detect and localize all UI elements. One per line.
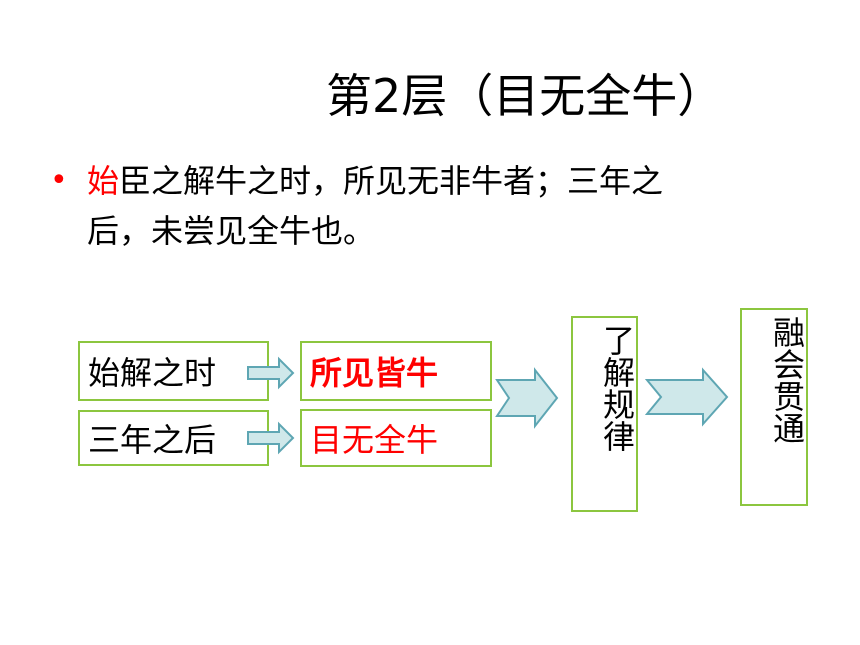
chevron-arrow-to-mastery-shape: [644, 367, 729, 427]
chevron-arrow-to-mastery: [644, 367, 729, 427]
box-start-of-dissection: 始解之时: [78, 341, 269, 401]
box-see-whole-ox: 所见皆牛: [300, 341, 492, 401]
chevron-arrow-to-understand-rules-shape: [495, 367, 559, 429]
bullet-text-line2: 后，未尝见全牛也。: [87, 212, 376, 250]
box-see-whole-ox-label: 所见皆牛: [310, 354, 439, 392]
box-mastery-label: 融会贯通: [768, 316, 806, 444]
box-no-whole-ox-label: 目无全牛: [310, 421, 439, 459]
arrow-row1-small-shape: [247, 356, 295, 390]
arrow-row2-small: [247, 421, 295, 455]
arrow-row2-small-shape: [247, 421, 295, 455]
box-start-of-dissection-label: 始解之时: [88, 354, 217, 392]
bullet-text: 始臣之解牛之时，所见无非牛者；三年之 后，未尝见全牛也。: [87, 156, 787, 256]
arrow-row1-small: [247, 356, 295, 390]
bullet-marker: •: [50, 163, 68, 198]
bullet-highlight-text: 始: [87, 162, 120, 200]
box-understand-rules-label: 了解规律: [598, 324, 636, 452]
box-after-three-years: 三年之后: [78, 410, 269, 466]
box-understand-rules: 了解规律: [571, 316, 638, 512]
box-mastery: 融会贯通: [740, 308, 808, 506]
box-no-whole-ox: 目无全牛: [300, 409, 492, 467]
chevron-arrow-to-understand-rules: [495, 367, 559, 429]
slide-title: 第2层（目无全牛）: [326, 69, 724, 123]
box-after-three-years-label: 三年之后: [88, 421, 217, 459]
bullet-text-line1: 臣之解牛之时，所见无非牛者；三年之: [119, 162, 664, 200]
